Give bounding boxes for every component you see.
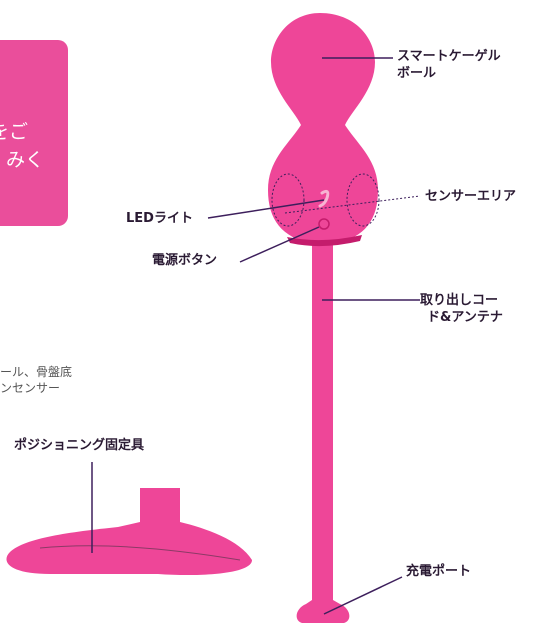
info-box: をご みく [0, 40, 68, 226]
led-light-icon [318, 189, 330, 208]
leader-power [239, 226, 320, 263]
label-led-light: LEDライト [126, 211, 193, 226]
label-power-button: 電源ボタン [152, 253, 218, 268]
info-line-2: みく [6, 149, 45, 171]
label-removal-cord-2: ド&アンテナ [427, 310, 503, 325]
ball-band [287, 235, 362, 247]
power-button-icon[interactable] [318, 218, 330, 230]
label-positioning-fixture: ポジショニング固定具 [14, 438, 145, 453]
label-sensor-area: センサーエリア [425, 189, 517, 204]
leader-charging [323, 576, 403, 615]
leader-led [207, 199, 325, 219]
description-line-2: ンセンサー [0, 381, 61, 395]
positioning-fixture-shape [6, 488, 252, 576]
sensor-area-left [271, 173, 305, 227]
sensor-area-right [346, 173, 380, 227]
label-removal-cord-1: 取り出しコー [420, 293, 499, 308]
kegel-ball-body [268, 13, 378, 623]
label-smart-kegel-ball-1: スマートケーゲル [397, 49, 501, 64]
leader-sensor-area [284, 195, 421, 214]
info-text: をご みく [0, 118, 44, 174]
description-text: ール、骨盤底 ンセンサー [0, 364, 72, 396]
label-removal-cord: 取り出しコー ド&アンテナ [420, 292, 503, 326]
description-line-1: ール、骨盤底 [0, 365, 73, 379]
label-charging-port: 充電ポート [406, 564, 472, 579]
label-smart-kegel-ball: スマートケーゲル ボール [397, 48, 501, 82]
label-smart-kegel-ball-2: ボール [397, 66, 437, 81]
fixture-inner-line [39, 545, 241, 561]
info-line-1: をご [0, 121, 29, 143]
